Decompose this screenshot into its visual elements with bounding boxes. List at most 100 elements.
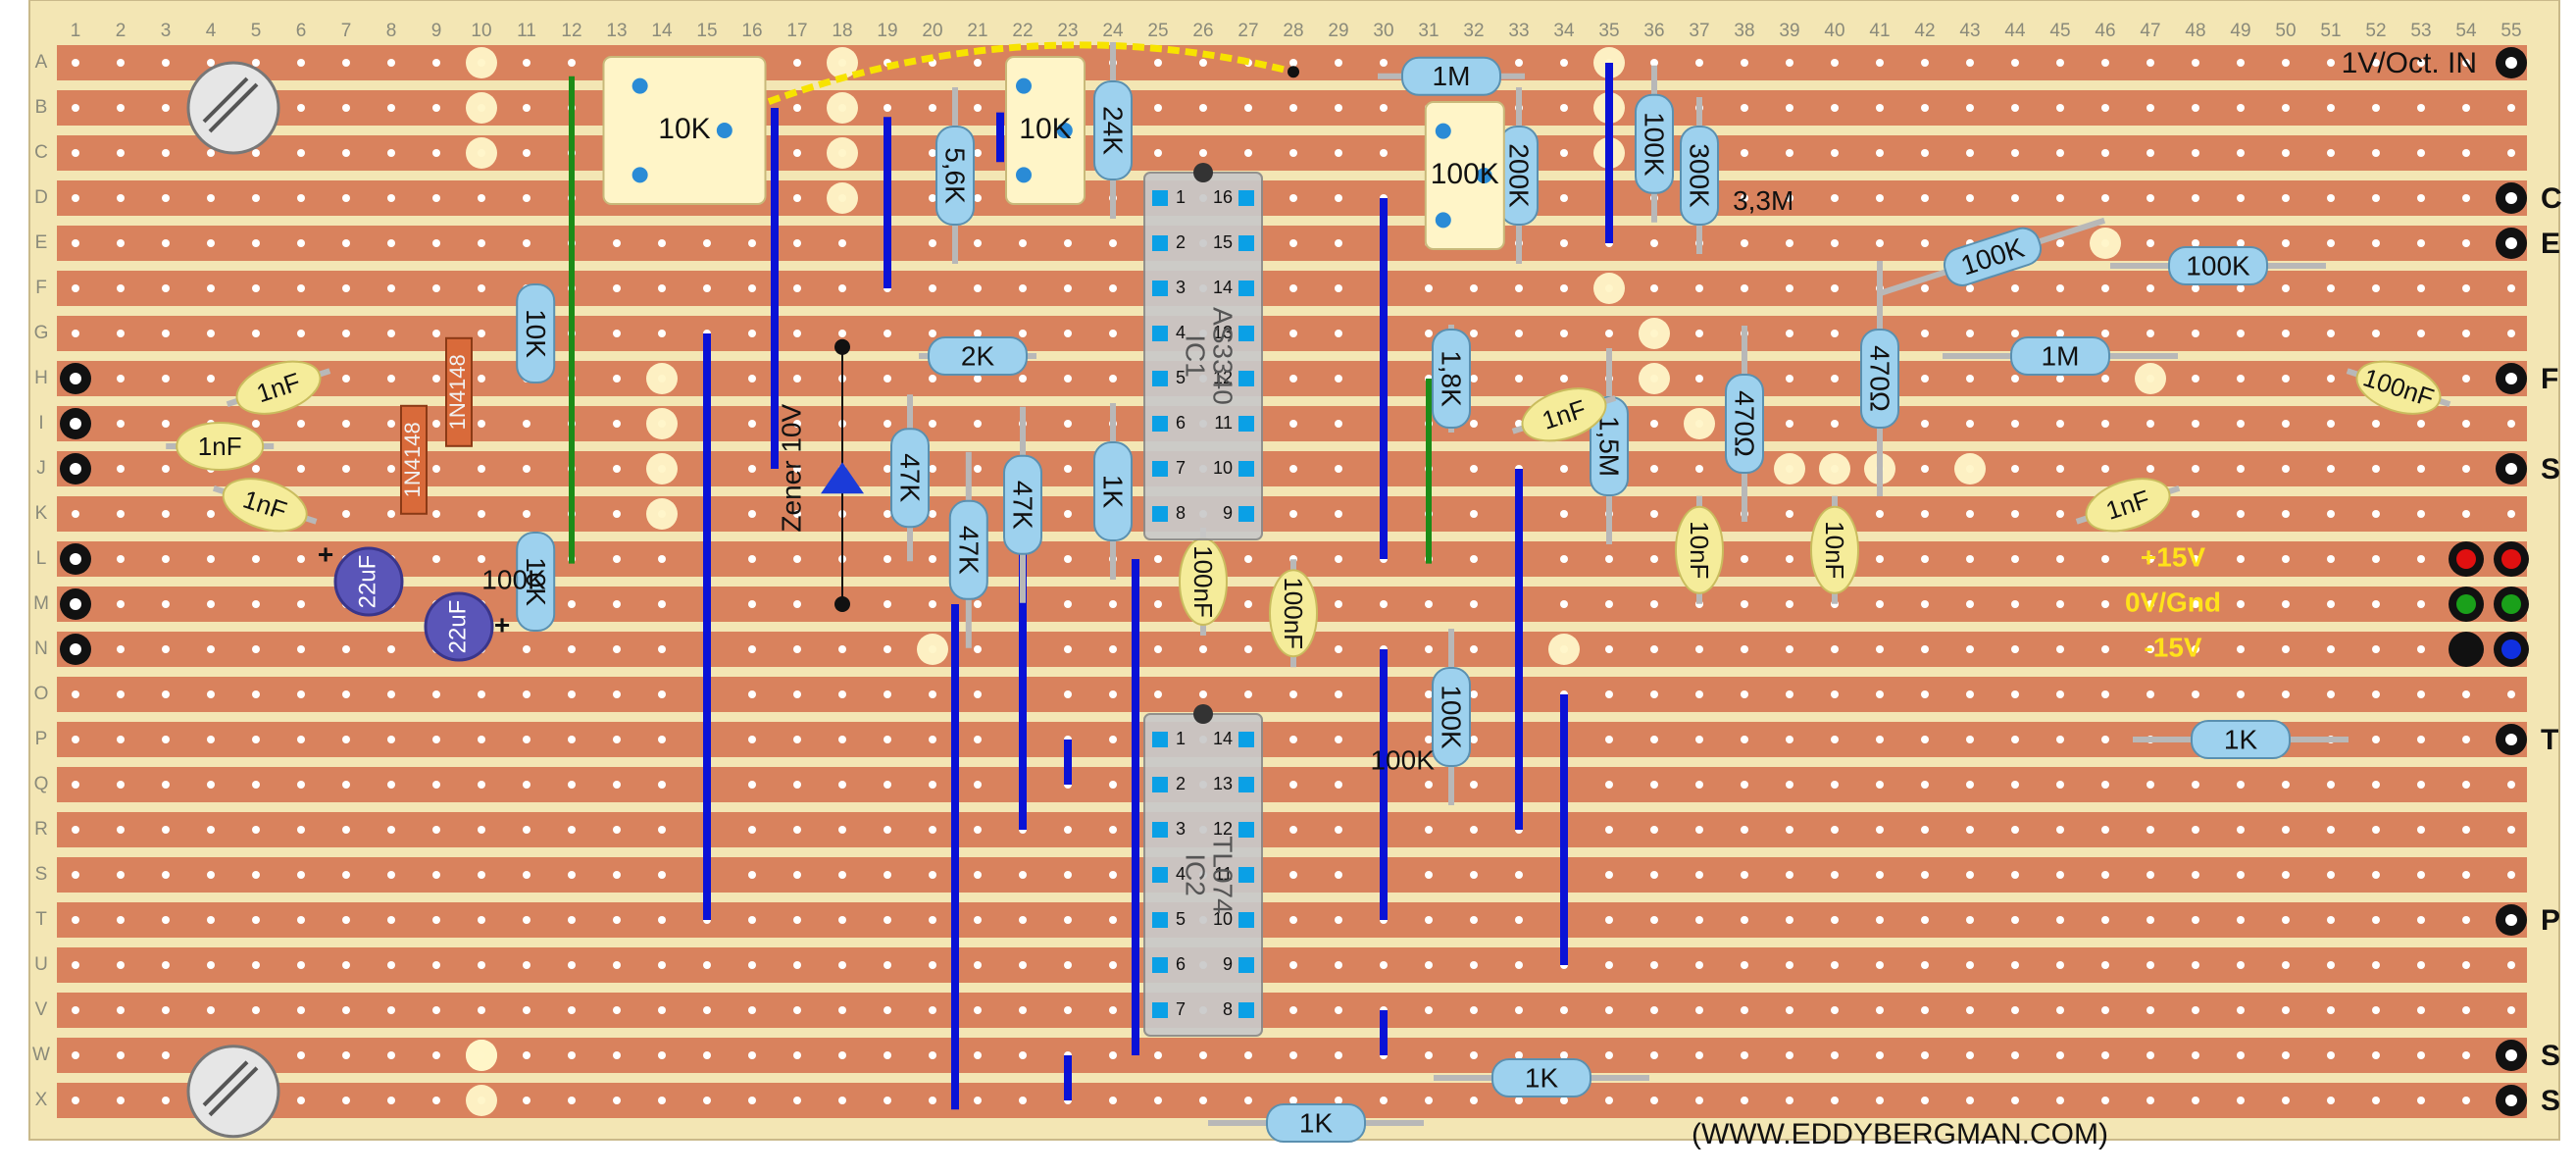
strip-hole (2011, 194, 2019, 202)
strip-hole (342, 690, 350, 698)
strip-hole (387, 149, 395, 157)
strip-hole (2147, 645, 2154, 653)
strip-hole (1831, 961, 1839, 969)
track-cut (827, 92, 858, 124)
strip-hole (1560, 510, 1568, 518)
resistor-value: 1K (1525, 1062, 1559, 1093)
strip-hole (432, 555, 440, 563)
strip-hole (1425, 600, 1433, 608)
strip-hole (2011, 1051, 2019, 1059)
resistor-body (1432, 667, 1471, 767)
strip-hole (1154, 1051, 1162, 1059)
strip-hole (1560, 465, 1568, 473)
strip-hole (1199, 59, 1207, 67)
column-label: 8 (386, 21, 397, 41)
resistor-body (516, 283, 556, 383)
strip-hole (117, 961, 125, 969)
strip-hole (929, 1006, 936, 1014)
strip-hole (523, 1051, 530, 1059)
strip-hole (884, 1006, 891, 1014)
strip-hole (297, 961, 305, 969)
strip-hole (297, 871, 305, 879)
strip-hole (2507, 149, 2515, 157)
strip-hole (658, 826, 666, 834)
strip-hole (478, 510, 485, 518)
diode: 1N4148 (400, 404, 428, 515)
strip-hole (1695, 690, 1703, 698)
strip-hole (929, 961, 936, 969)
strip-hole (613, 781, 621, 789)
strip-hole (974, 871, 982, 879)
strip-hole (974, 1006, 982, 1014)
power-pad-dot (2456, 549, 2476, 569)
resistor-value: 100K (1437, 685, 1467, 749)
strip-hole (523, 916, 530, 924)
strip-hole (1470, 1097, 1478, 1104)
ic-pin-number: 2 (1176, 232, 1186, 252)
track-cut (646, 453, 678, 485)
strip-hole (2101, 555, 2109, 563)
resistor: 47K (1003, 406, 1042, 603)
strip-hole (2101, 961, 2109, 969)
row-label: S (35, 864, 48, 885)
pad-hole (2505, 1095, 2517, 1106)
strip-hole (478, 420, 485, 428)
strip-hole (2237, 916, 2245, 924)
strip-hole (2192, 871, 2199, 879)
column-label: 11 (517, 21, 536, 41)
strip-hole (117, 284, 125, 292)
strip-hole (2011, 826, 2019, 834)
strip-hole (793, 239, 801, 247)
strip-hole (974, 690, 982, 698)
resistor-body (1003, 454, 1042, 555)
strip-hole (1470, 916, 1478, 924)
strip-hole (884, 645, 891, 653)
strip-hole (162, 330, 170, 337)
strip-hole (1695, 375, 1703, 383)
strip-hole (252, 690, 260, 698)
strip-hole (2462, 420, 2470, 428)
strip-hole (72, 781, 79, 789)
strip-hole (117, 510, 125, 518)
strip-hole (2462, 104, 2470, 112)
strip-hole (2372, 1006, 2380, 1014)
column-label: 39 (1779, 21, 1799, 41)
strip-hole (2101, 149, 2109, 157)
strip-hole (838, 781, 846, 789)
strip-hole (1876, 736, 1884, 743)
resistor: 100K (2110, 246, 2326, 285)
strip-hole (1605, 600, 1613, 608)
strip-hole (838, 239, 846, 247)
strip-hole (1064, 645, 1072, 653)
strip-hole (1425, 330, 1433, 337)
connector-label: 1V/Oct. IN (2342, 47, 2477, 79)
strip-hole (2462, 510, 2470, 518)
strip-hole (1876, 600, 1884, 608)
strip-hole (478, 239, 485, 247)
strip-hole (1741, 690, 1748, 698)
diode-label: 1N4148 (400, 422, 425, 497)
column-label: 54 (2455, 21, 2477, 41)
website-credit: (WWW.EDDYBERGMAN.COM) (1692, 1118, 2108, 1150)
strip-hole (1289, 1006, 1297, 1014)
ic-pin (1238, 1002, 1254, 1018)
strip-hole (2372, 555, 2380, 563)
strip-hole (2417, 690, 2425, 698)
strip-hole (342, 194, 350, 202)
strip-hole (1064, 510, 1072, 518)
resistor: 47K (890, 394, 930, 562)
strip-hole (703, 239, 711, 247)
strip-hole (2056, 330, 2064, 337)
strip-hole (1470, 645, 1478, 653)
strip-hole (432, 961, 440, 969)
strip-hole (1831, 194, 1839, 202)
strip-hole (1380, 104, 1388, 112)
strip-hole (658, 645, 666, 653)
strip-hole (2192, 781, 2199, 789)
strip-hole (2237, 149, 2245, 157)
strip-hole (387, 284, 395, 292)
strip-hole (1289, 826, 1297, 834)
strip-hole (748, 1097, 756, 1104)
strip-hole (1695, 645, 1703, 653)
screw-slot (202, 77, 249, 124)
